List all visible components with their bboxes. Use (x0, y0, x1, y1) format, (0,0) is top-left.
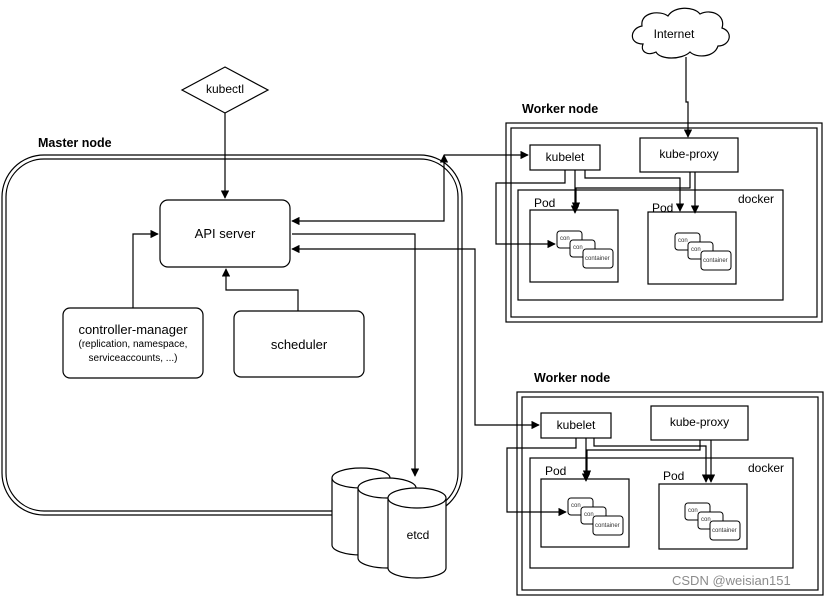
worker-2-pod-1-label: Pod (545, 464, 567, 478)
worker-2-pod-1-container-2-label: con (584, 512, 594, 518)
master-node-title: Master node (38, 136, 112, 150)
worker-node-1-title: Worker node (522, 102, 599, 116)
worker-1-pod-1-container-2-label: con (573, 245, 583, 251)
internet-label: Internet (653, 27, 695, 41)
worker-1-docker-label: docker (738, 192, 775, 206)
worker-2-docker-box (529, 457, 794, 569)
worker-1-pod-2-container-3-label: container (703, 258, 728, 264)
controller-manager-details-2: serviceaccounts, ...) (88, 353, 178, 364)
worker-2-pod-2-container-3-label: container (712, 528, 737, 534)
worker-node-2-title: Worker node (534, 371, 611, 385)
worker-2-kube-proxy-label: kube-proxy (669, 415, 730, 429)
worker-1-pod-2-container-2-label: con (691, 247, 701, 253)
worker-node-1-frame (505, 122, 823, 323)
worker-1-kubelet-label: kubelet (545, 150, 585, 164)
worker-1-docker-box (517, 189, 784, 301)
worker-2-pod-2-container-2-label: con (701, 517, 711, 523)
worker-1-pod-2-containers (674, 232, 732, 271)
worker-2-pod-2-container-1-label: con (688, 508, 698, 514)
worker-1-kube-proxy-box (639, 137, 739, 173)
worker-1-kube-proxy-label: kube-proxy (659, 147, 719, 161)
worker-1-pod-1-containers (556, 230, 614, 269)
worker-2-pod-2-label: Pod (663, 469, 685, 483)
kubectl-label: kubectl (205, 82, 245, 96)
api-server-label: API server (194, 226, 256, 241)
api-server-box (159, 199, 291, 268)
worker-2-pod-1-container-1-label: con (571, 503, 581, 509)
csdn-watermark: CSDN @weisian151 (672, 573, 791, 588)
internet-cloud-icon (631, 7, 730, 59)
worker-2-kubelet-box (540, 412, 612, 439)
worker-2-pod-1-containers (567, 497, 624, 536)
etcd-label: etcd (406, 528, 430, 542)
worker-node-2-frame (516, 391, 824, 596)
worker-2-pod-2-containers (684, 502, 741, 541)
scheduler-label: scheduler (270, 337, 328, 352)
etcd-database-icon (331, 467, 447, 579)
worker-1-pod-2-label: Pod (652, 201, 674, 215)
worker-1-kubelet-box (529, 144, 601, 171)
worker-2-docker-label: docker (748, 461, 785, 475)
worker-1-pod-1-container-3-label: container (585, 256, 610, 262)
worker-2-pod-1-container-3-label: container (595, 523, 620, 529)
controller-manager-details-1: (replication, namespace, (78, 339, 188, 350)
worker-2-kube-proxy-box (650, 405, 749, 441)
controller-manager-label: controller-manager (78, 322, 188, 337)
worker-1-pod-1-label: Pod (534, 196, 556, 210)
worker-2-kubelet-label: kubelet (556, 418, 596, 432)
worker-1-pod-2-container-1-label: con (678, 238, 688, 244)
worker-1-pod-1-container-1-label: con (560, 236, 570, 242)
